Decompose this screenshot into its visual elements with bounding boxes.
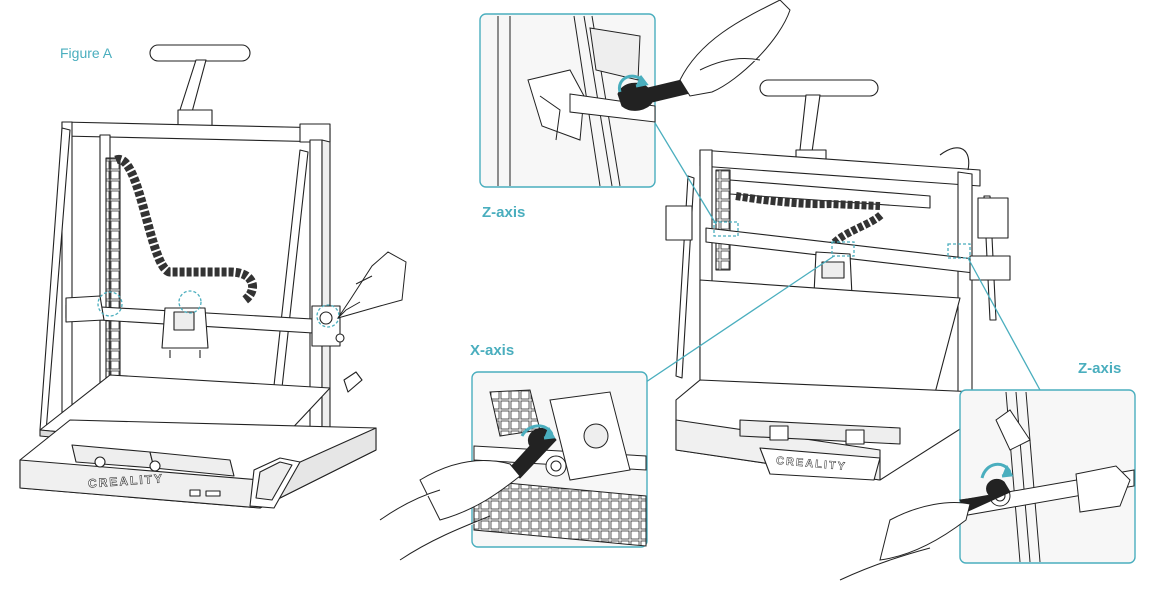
printer-back-illustration [665, 79, 1011, 481]
zoom-panel-x-axis [379, 371, 648, 561]
callout-leaders [645, 117, 1041, 391]
highlight-markers-right [713, 221, 971, 259]
zoom-panel-z-axis-right [839, 389, 1136, 581]
pointing-hand-icon [336, 251, 407, 319]
hand-holding-wrench [379, 460, 521, 561]
x-axis-label: X-axis [470, 342, 515, 359]
rotate-arrow-icon [617, 74, 649, 93]
rotate-arrow-icon [980, 462, 1014, 479]
hand-holding-wrench [839, 502, 971, 581]
zoom-panel-z-axis-top [479, 0, 791, 188]
printer-front-illustration [19, 44, 377, 509]
figure-title: Figure A [60, 45, 113, 61]
printer-handle [149, 44, 251, 131]
wrench-icon [507, 428, 557, 479]
z-axis-label-right: Z-axis [1078, 360, 1122, 377]
rotate-arrow-icon [520, 424, 556, 440]
z-axis-label-top: Z-axis [482, 204, 526, 221]
hand-holding-wrench [679, 0, 791, 97]
wrench-icon [959, 478, 1011, 513]
